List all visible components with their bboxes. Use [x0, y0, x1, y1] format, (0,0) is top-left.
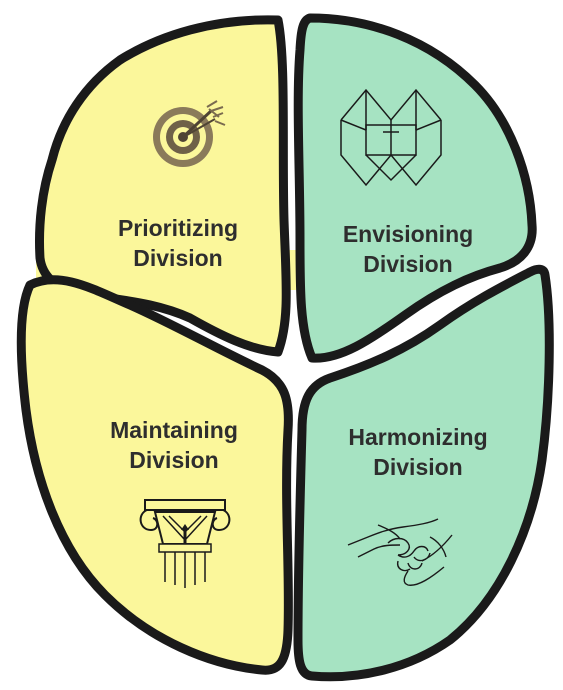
- maintaining-line2: Division: [129, 447, 219, 473]
- envisioning-line2: Division: [363, 251, 453, 277]
- maintaining-line1: Maintaining: [110, 417, 238, 443]
- maintaining-lobe: [16, 275, 293, 675]
- envisioning-division-label: Envisioning Division: [308, 219, 508, 279]
- cube-icon: [340, 88, 442, 187]
- prioritizing-line2: Division: [133, 245, 223, 271]
- harmonizing-division-label: Harmonizing Division: [318, 422, 518, 482]
- column-icon: [139, 499, 231, 588]
- target-icon: [153, 100, 226, 167]
- prioritizing-division-label: Prioritizing Division: [78, 213, 278, 273]
- handshake-icon: [347, 518, 453, 586]
- envisioning-line1: Envisioning: [342, 221, 474, 247]
- prioritizing-line1: Prioritizing: [117, 215, 239, 241]
- harmonizing-line2: Division: [373, 454, 463, 480]
- harmonizing-lobe: [293, 264, 554, 682]
- harmonizing-line1: Harmonizing: [348, 424, 488, 450]
- envisioning-lobe: [293, 13, 537, 363]
- maintaining-division-label: Maintaining Division: [74, 415, 274, 475]
